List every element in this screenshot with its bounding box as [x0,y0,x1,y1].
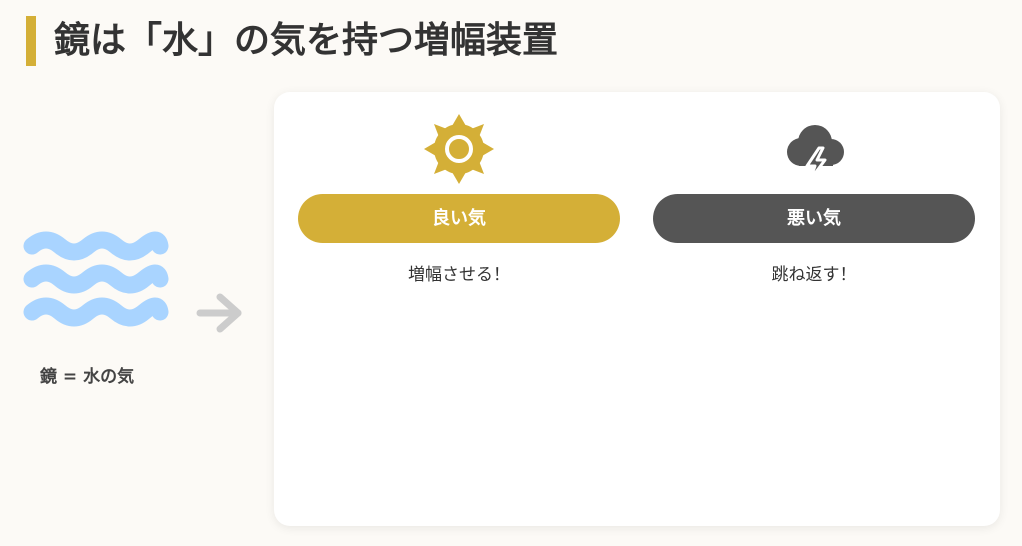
good-qi-description: 増幅させる！ [408,265,510,285]
storm-cloud-icon [787,125,844,182]
sun-icon [424,114,494,184]
bad-qi-badge: 悪い気 [653,194,975,243]
title-accent-bar [26,16,36,66]
water-waves-icon [23,231,169,327]
qi-comparison-card: 良い気 増幅させる！ 悪い気 跳ね返す！ [274,92,1000,526]
bad-qi-description: 跳ね返す！ [771,265,857,285]
page-title: 鏡は「水」の気を持つ増幅装置 [54,20,559,61]
arrow-right-icon [196,293,242,333]
mirror-water-label: 鏡 = 水の気 [40,367,135,387]
good-qi-badge: 良い気 [298,194,620,243]
